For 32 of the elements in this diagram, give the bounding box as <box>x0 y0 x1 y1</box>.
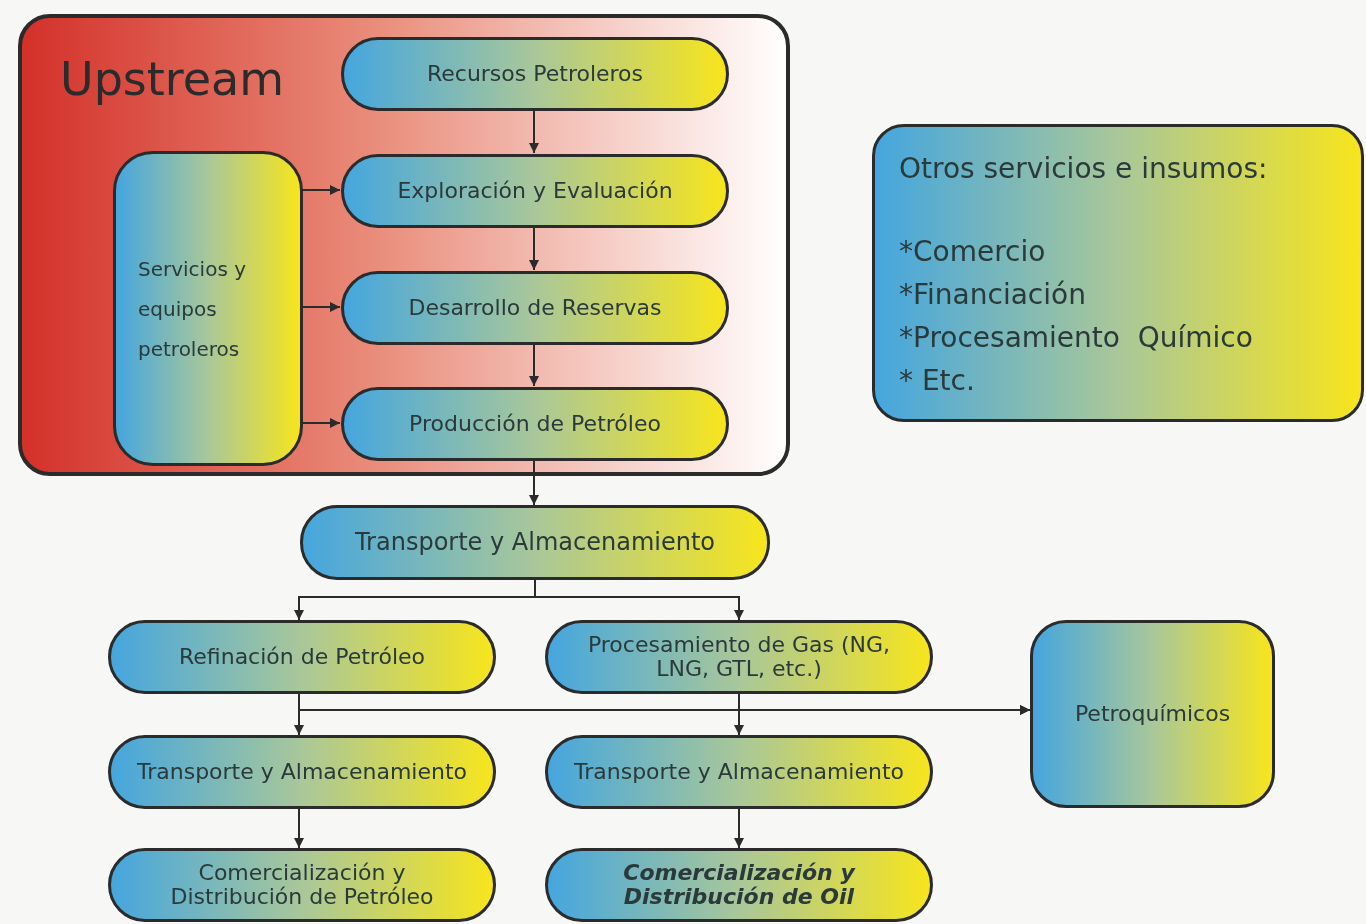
box-label: Transporte y Almacenamiento <box>354 529 716 556</box>
process-box <box>1030 620 1275 808</box>
list-item: * Etc. <box>899 363 975 399</box>
box-label: Recursos Petroleros <box>425 61 645 87</box>
box-label: Desarrollo de Reservas <box>407 295 663 321</box>
list-item: *Financiación <box>899 277 1086 313</box>
list-item: *Comercio <box>899 234 1046 270</box>
box-label: Refinación de Petróleo <box>178 644 426 670</box>
arrow <box>294 808 304 849</box>
box-label: Comercialización y Distribución de Oil <box>622 860 857 910</box>
process-box <box>113 151 303 466</box>
arrow <box>301 185 341 195</box>
arrow <box>529 109 539 154</box>
group-title: Upstream <box>60 54 285 105</box>
box-label: Transporte y Almacenamiento <box>573 759 905 785</box>
process-box <box>872 124 1364 422</box>
arrow <box>529 226 539 271</box>
arrow <box>529 343 539 387</box>
box-label: Comercialización y Distribución de Petróleo <box>169 860 435 910</box>
box-label: Procesamiento de Gas (NG, LNG, GTL, etc.) <box>586 632 892 682</box>
panel-heading: Otros servicios e insumos: <box>899 151 1268 187</box>
arrow <box>529 459 539 506</box>
box-label: Exploración y Evaluación <box>396 178 674 204</box>
box-label: Transporte y Almacenamiento <box>136 759 468 785</box>
box-label: Servicios y equipos petroleros <box>137 255 248 363</box>
stage-group <box>18 14 790 476</box>
arrow <box>301 418 341 428</box>
arrow <box>301 302 341 312</box>
box-label: Producción de Petróleo <box>408 411 662 437</box>
list-item: *Procesamiento Químico <box>899 320 1253 356</box>
arrow <box>734 808 744 849</box>
arrow <box>738 693 1031 715</box>
